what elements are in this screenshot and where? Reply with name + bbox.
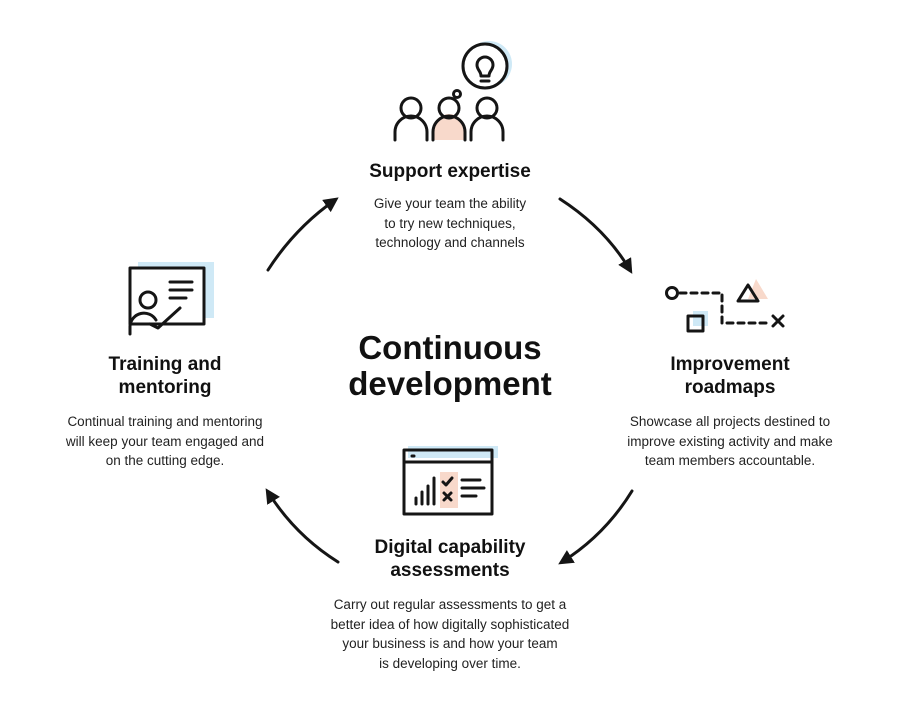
arrow-training-to-support — [266, 197, 339, 272]
training-desc: Continual training and mentoring will ke… — [65, 414, 265, 468]
team-lightbulb-icon — [393, 41, 512, 142]
assessments-title: Digital capability assessments — [374, 537, 526, 581]
center-title: Continuous development — [300, 330, 600, 402]
assessment-dashboard-icon — [402, 446, 498, 516]
center-title-line1: Continuous — [358, 329, 542, 366]
support-title: Support expertise — [369, 161, 531, 182]
arrow-roadmaps-to-assessments — [558, 489, 634, 565]
roadmaps-title: Improvement roadmaps — [670, 354, 790, 398]
arrow-assessments-to-training — [265, 488, 340, 564]
arrow-support-to-roadmaps — [558, 197, 633, 274]
support-desc: Give your team the ability to try new te… — [373, 196, 527, 250]
training-title: Training and mentoring — [108, 354, 222, 398]
presentation-board-icon — [128, 262, 214, 336]
roadmaps-desc: Showcase all projects destined to improv… — [627, 414, 833, 468]
center-title-line2: development — [348, 365, 552, 402]
assessments-desc: Carry out regular assessments to get a b… — [330, 597, 570, 671]
roadmap-path-icon — [665, 279, 785, 333]
